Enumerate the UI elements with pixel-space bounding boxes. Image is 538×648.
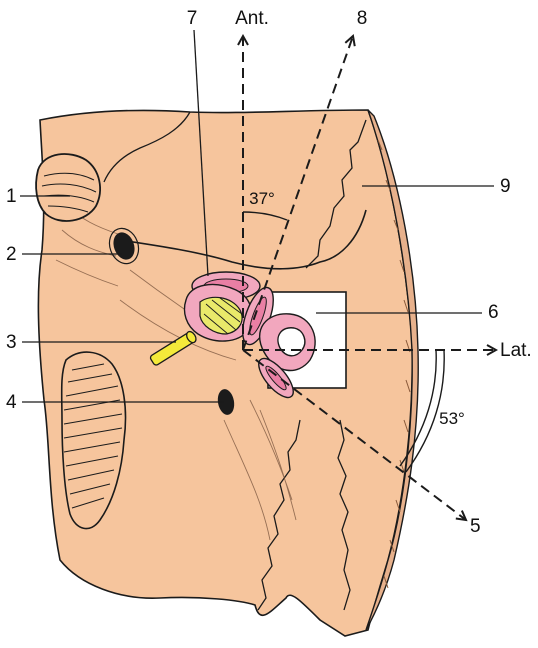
structure-1-foramen [36, 154, 100, 221]
label-5: 5 [470, 516, 481, 537]
label-3: 3 [6, 332, 17, 353]
label-9: 9 [500, 176, 511, 197]
label-angle-37: 37° [249, 189, 275, 208]
label-1: 1 [6, 186, 17, 207]
label-7: 7 [187, 8, 198, 29]
label-2: 2 [6, 244, 17, 265]
label-ant: Ant. [235, 8, 269, 29]
label-8: 8 [357, 8, 368, 29]
label-angle-53: 53° [439, 409, 465, 428]
label-lat: Lat. [500, 340, 532, 361]
label-4: 4 [6, 392, 17, 413]
label-6: 6 [488, 302, 499, 323]
